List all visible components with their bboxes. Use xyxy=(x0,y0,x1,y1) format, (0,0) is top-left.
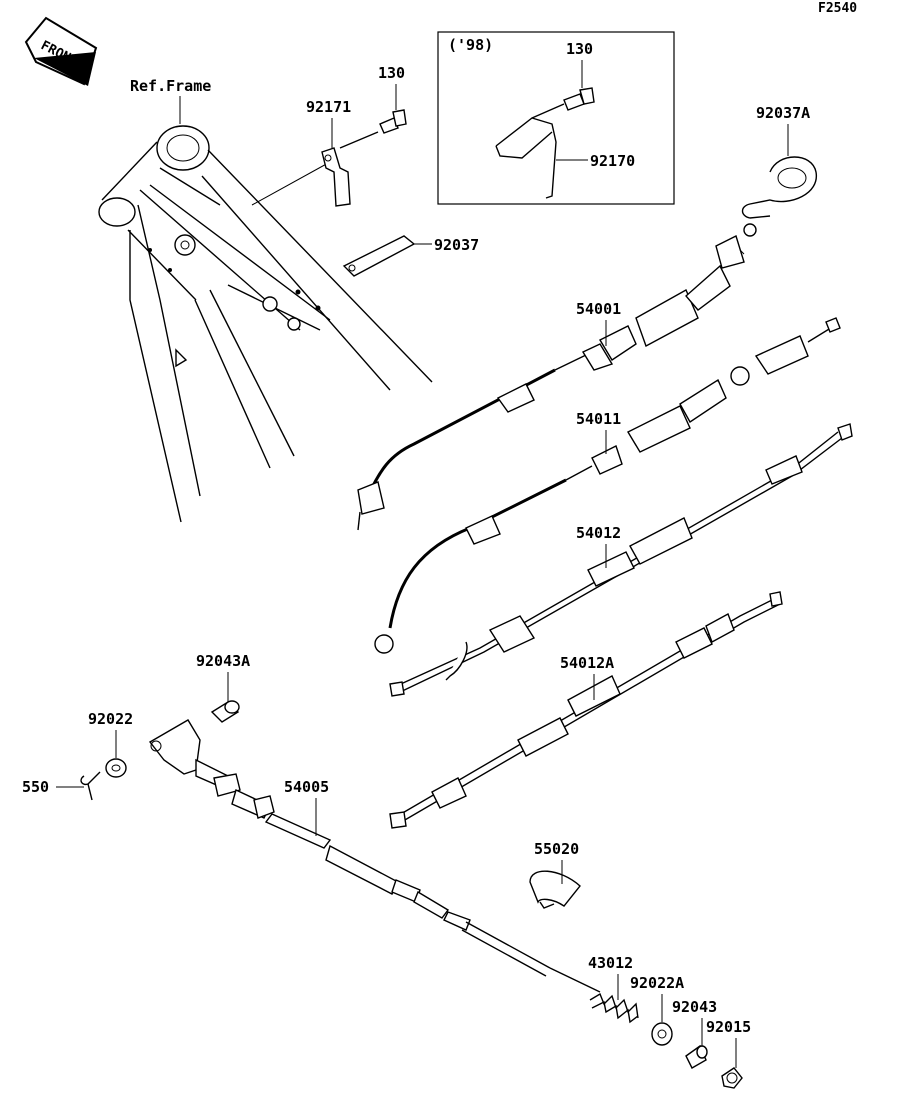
spring-43012 xyxy=(589,992,639,1024)
inset-box xyxy=(437,31,675,205)
pin-92043A xyxy=(210,700,240,723)
label-92015: 92015 xyxy=(706,1018,751,1036)
label-54012: 54012 xyxy=(576,524,621,542)
cable-54001 xyxy=(357,235,745,531)
ref-frame-label: Ref.Frame xyxy=(130,77,211,95)
label-54005: 54005 xyxy=(284,778,329,796)
label-92037A: 92037A xyxy=(756,104,810,122)
cable-54012A xyxy=(389,591,783,829)
collar-92043 xyxy=(685,1044,708,1069)
frame-drawing xyxy=(98,125,433,523)
label-92037: 92037 xyxy=(434,236,479,254)
label-54012A: 54012A xyxy=(560,654,614,672)
washer-92022 xyxy=(105,758,127,778)
label-43012: 43012 xyxy=(588,954,633,972)
cable-54012 xyxy=(389,423,853,697)
guard-55020 xyxy=(529,870,581,909)
bracket-92170 xyxy=(495,103,565,199)
label-550: 550 xyxy=(22,778,49,796)
label-54011: 54011 xyxy=(576,410,621,428)
label-92170: 92170 xyxy=(590,152,635,170)
label-92171: 92171 xyxy=(306,98,351,116)
bolt-130-b xyxy=(563,87,595,111)
figure-code: F2540 xyxy=(818,1,857,16)
label-92043A: 92043A xyxy=(196,652,250,670)
label-92022A: 92022A xyxy=(630,974,684,992)
label-130-b: 130 xyxy=(566,40,593,58)
cotter-pin-550 xyxy=(80,771,101,801)
cable-54005 xyxy=(148,719,601,993)
label-54001: 54001 xyxy=(576,300,621,318)
washer-92022A xyxy=(651,1022,673,1046)
label-130-a: 130 xyxy=(378,64,405,82)
front-arrow-icon: FRONT xyxy=(24,16,98,86)
nut-92015 xyxy=(721,1067,743,1089)
cable-54011 xyxy=(374,317,841,654)
bracket-92171 xyxy=(321,131,379,207)
label-92022: 92022 xyxy=(88,710,133,728)
label-92043: 92043 xyxy=(672,998,717,1016)
inset-label: ('98) xyxy=(448,36,493,54)
strap-92037 xyxy=(342,235,416,277)
label-55020: 55020 xyxy=(534,840,579,858)
bolt-130-a xyxy=(379,109,407,134)
clamp-92037A xyxy=(741,156,817,237)
